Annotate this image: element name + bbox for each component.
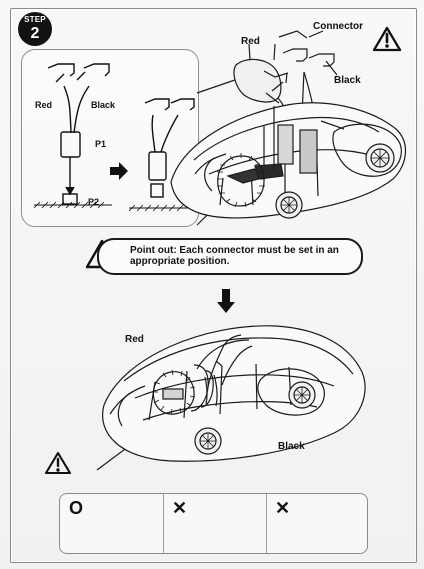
connector-inset [21,49,199,227]
lower-car-illustration [96,325,366,471]
arrow-down-icon [217,289,235,313]
notice-text: Point out: Each connector must be set in… [130,245,339,267]
wrong-mark-one: ✕ [172,498,188,518]
choice-correct: O [60,494,164,553]
choice-wrong-one: ✕ [163,494,267,553]
page-frame [10,8,417,563]
arrow-right-icon [110,162,128,180]
top-car-illustration [170,30,406,226]
step-badge-label: STEP [24,15,46,24]
choice-wrong-two: ✕ [266,494,367,553]
label-black-bottom: Black [278,441,305,452]
correct-mark: O [69,498,84,518]
connector-choice-panel: O ✕ ✕ [59,493,368,554]
label-black-inset: Black [91,100,116,110]
label-red-inset: Red [35,100,53,110]
label-p2: P2 [88,197,100,207]
step-badge-number: 2 [30,25,40,42]
label-p1: P1 [95,139,107,149]
label-red-bottom: Red [125,334,144,345]
label-black-top-right: Black [334,75,361,86]
warning-triangle-icon [372,26,402,52]
inset-right-assembly [128,98,195,212]
label-connector: Connector [313,21,363,32]
choice-wrong-one-area [163,494,266,553]
label-red-top-right: Red [241,36,260,47]
choice-correct-area [60,494,163,553]
choice-wrong-two-area [266,494,367,553]
wrong-mark-two: ✕ [275,498,291,518]
step-badge: STEP 2 [18,12,52,46]
warning-triangle-icon [44,451,72,475]
notice-callout: Point out: Each connector must be set in… [97,238,363,275]
inset-left-assembly [33,63,112,209]
